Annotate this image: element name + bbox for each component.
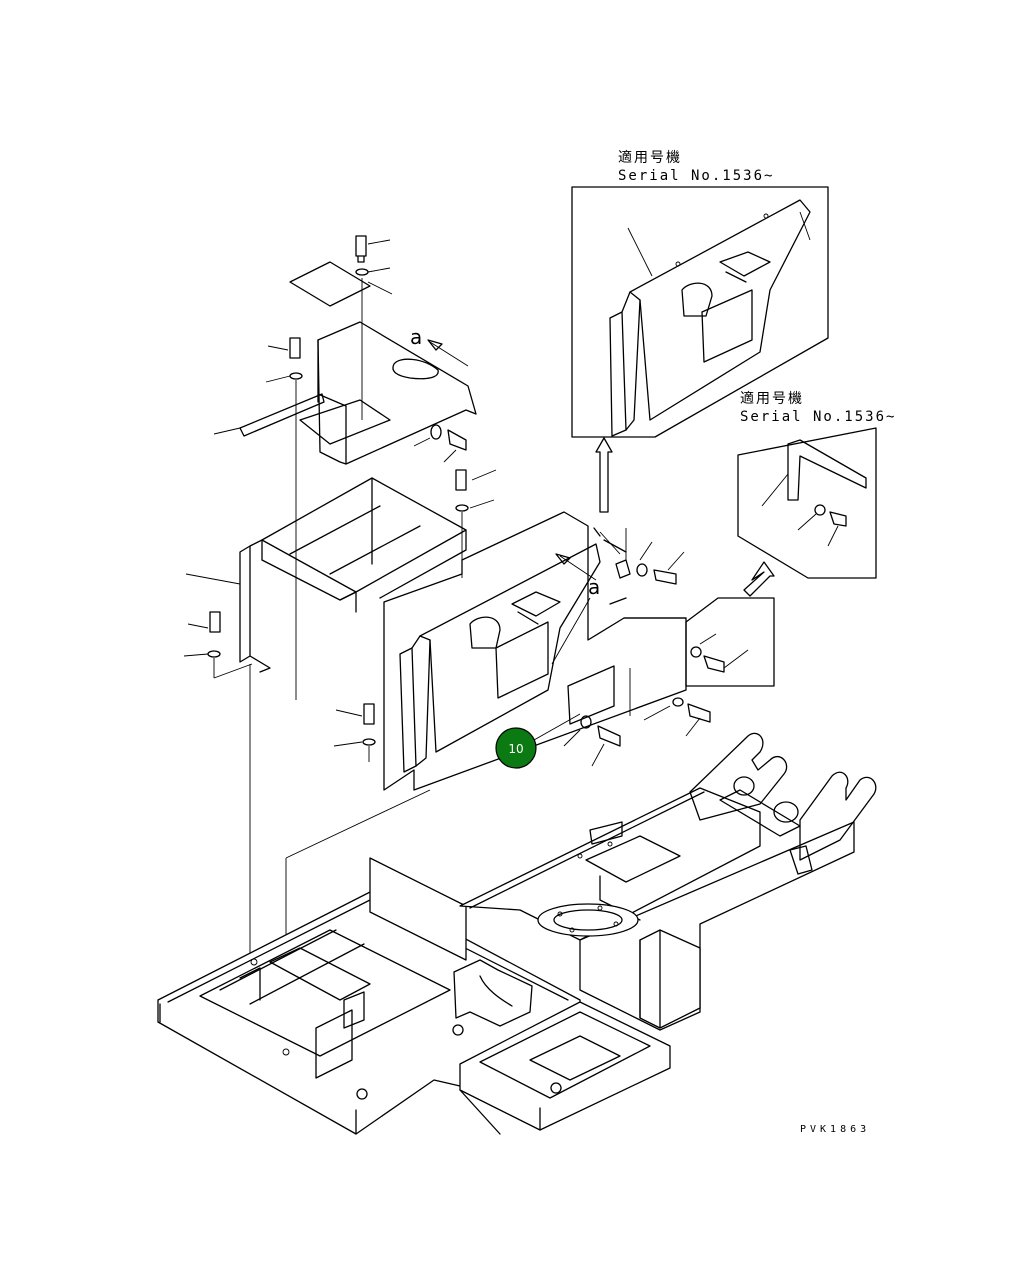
right-inset-title: 適用号機 (740, 390, 804, 407)
right-inset-serial: Serial No.1536~ (740, 409, 896, 425)
view-label-a-middle: a (588, 575, 600, 599)
detail-box (685, 597, 775, 687)
arrow-to-upper-inset (595, 437, 613, 513)
main-frame (157, 732, 877, 1135)
upper-inset-serial: Serial No.1536~ (618, 168, 774, 184)
upper-inset-post (609, 311, 627, 437)
view-label-a-top: a (410, 325, 422, 349)
frame-structure (183, 469, 497, 679)
upper-inset-title: 適用号機 (618, 149, 682, 166)
callout-10-label[interactable]: 10 (508, 742, 523, 756)
upper-inset-frame (571, 186, 829, 438)
right-inset-frame (737, 427, 877, 579)
callout-10[interactable]: 10 (495, 727, 537, 769)
right-inset-bracket (787, 439, 867, 501)
callout-10-circle[interactable] (495, 727, 537, 769)
box-cover (317, 321, 477, 465)
arrow-to-right-inset (743, 561, 775, 597)
upper-inset-panel (629, 199, 811, 421)
frame-left-post (239, 545, 251, 663)
top-cover-assembly: a (213, 235, 477, 700)
top-plate (289, 261, 371, 307)
side-panel-assembly: a (333, 511, 711, 791)
drawing-code: PVK1863 (800, 1124, 870, 1135)
upper-inset: 適用号機 Serial No.1536~ (571, 149, 829, 438)
right-inset: 適用号機 Serial No.1536~ (737, 390, 896, 579)
